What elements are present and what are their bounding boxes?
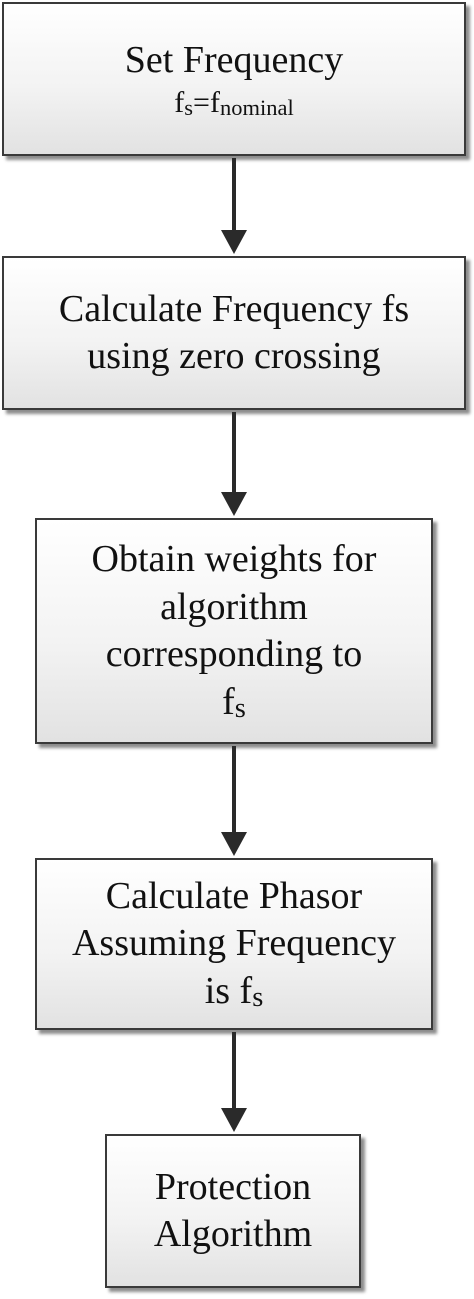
step-obtain-weights: Obtain weights for algorithm correspondi…	[35, 518, 433, 744]
step-set-frequency: Set Frequency fs=fnominal	[2, 2, 466, 156]
step-1-formula: fs=fnominal	[174, 86, 294, 120]
step-5-line-2: Algorithm	[153, 1213, 313, 1255]
step-2-line-1: Calculate Frequency fs	[58, 287, 410, 330]
step-1-label: Set Frequency	[124, 38, 344, 81]
step-4-line-3: is fs	[204, 969, 264, 1014]
step-4-line-2: Assuming Frequency	[71, 922, 397, 965]
step-protection-algorithm: Protection Algorithm	[105, 1134, 361, 1288]
step-4-line-1: Calculate Phasor	[105, 874, 363, 917]
arrow-1-head	[221, 230, 247, 254]
arrow-4-head	[221, 1108, 247, 1132]
step-5-line-1: Protection	[154, 1165, 312, 1208]
step-3-line-1: Obtain weights for	[91, 538, 377, 580]
step-calculate-frequency: Calculate Frequency fs using zero crossi…	[2, 256, 466, 410]
arrow-2-head	[221, 492, 247, 516]
step-3-symbol: fs	[222, 680, 246, 724]
step-3-line-2: algorithm	[160, 585, 308, 628]
step-2-line-2: using zero crossing	[87, 335, 381, 377]
arrow-3-head	[221, 832, 247, 856]
step-3-line-3: corresponding to	[105, 633, 363, 675]
step-calculate-phasor: Calculate Phasor Assuming Frequency is f…	[35, 858, 433, 1030]
